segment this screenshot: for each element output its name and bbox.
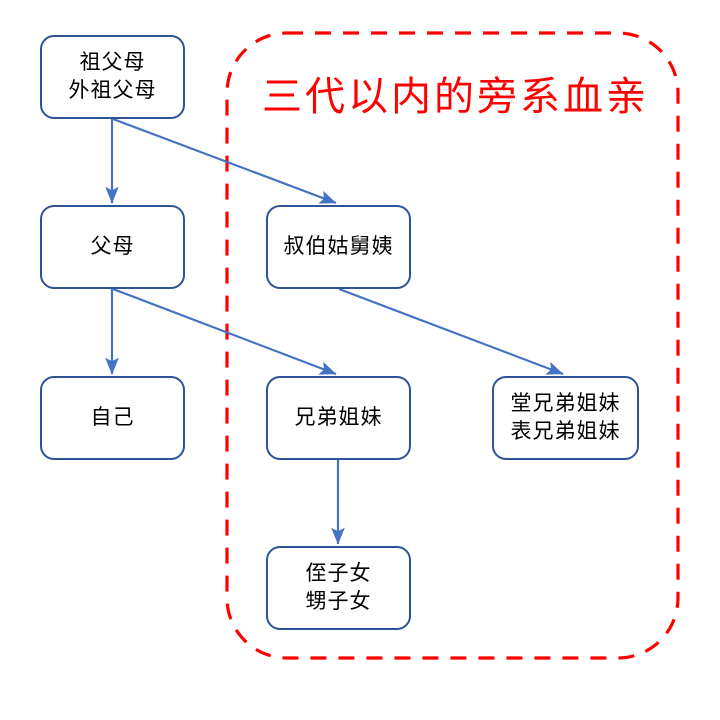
node-nephews-nieces-label: 侄子女 甥子女 xyxy=(305,561,372,613)
node-cousins-label: 堂兄弟姐妹 表兄弟姐妹 xyxy=(510,391,621,443)
collateral-region-outline xyxy=(225,31,680,660)
node-self-label: 自己 xyxy=(90,405,135,430)
node-grandparents-label: 祖父母 外祖父母 xyxy=(68,50,157,102)
edge-parents-to-siblings xyxy=(112,287,337,376)
node-grandparents[interactable]: 祖父母 外祖父母 xyxy=(40,35,185,119)
edge-uncles-to-cousins xyxy=(338,287,564,376)
edge-grandparents-to-uncles xyxy=(112,117,337,205)
node-parents-label: 父母 xyxy=(90,234,135,259)
node-uncles-aunts-label: 叔伯姑舅姨 xyxy=(283,234,394,259)
edges-group xyxy=(105,117,564,545)
node-siblings-label: 兄弟姐妹 xyxy=(294,405,383,430)
node-cousins[interactable]: 堂兄弟姐妹 表兄弟姐妹 xyxy=(492,376,639,460)
node-parents[interactable]: 父母 xyxy=(40,205,185,289)
node-nephews-nieces[interactable]: 侄子女 甥子女 xyxy=(266,546,411,630)
node-self[interactable]: 自己 xyxy=(40,376,185,460)
region-title-label: 三代以内的旁系血亲 xyxy=(262,74,649,120)
node-siblings[interactable]: 兄弟姐妹 xyxy=(266,376,411,460)
node-uncles-aunts[interactable]: 叔伯姑舅姨 xyxy=(266,205,411,289)
